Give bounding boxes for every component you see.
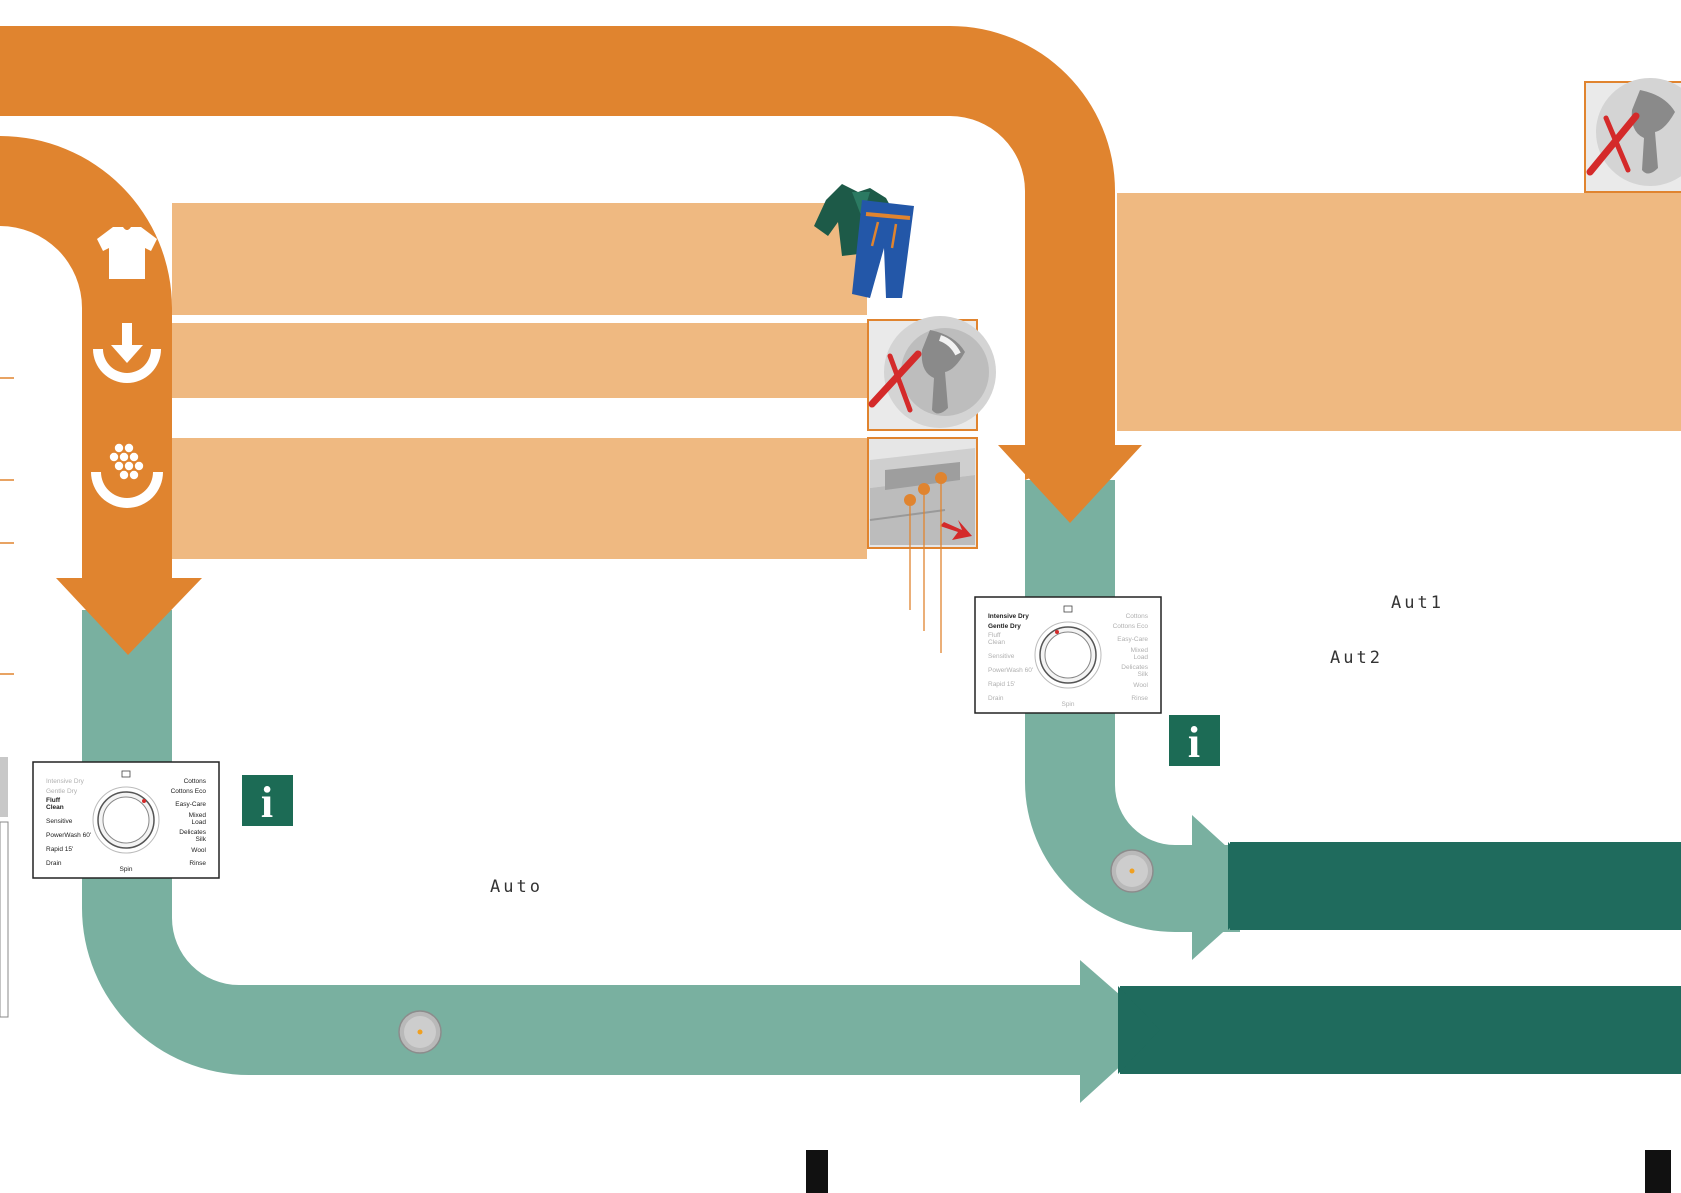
display-aut1: Aut1 bbox=[1391, 593, 1444, 613]
dial-label-mixed-r: Mixed bbox=[1131, 647, 1149, 654]
page-marker-left bbox=[806, 1150, 828, 1193]
dial-label-load: Load bbox=[192, 819, 207, 826]
start-button-light bbox=[417, 1029, 423, 1035]
dial-label-spin: Spin bbox=[119, 866, 132, 873]
info-glyph-right: i bbox=[1188, 718, 1200, 767]
dial-label-sensitive: Sensitive bbox=[46, 818, 73, 825]
dial-label-fluff: Fluff bbox=[46, 797, 61, 804]
dial-label-silk: Silk bbox=[196, 836, 207, 843]
dial-label-delicates-r: Delicates bbox=[1121, 664, 1148, 671]
orange-arrow-head-left bbox=[56, 578, 202, 655]
start-pause-button-right[interactable] bbox=[1110, 849, 1154, 893]
drawer-compartment-marker-3 bbox=[935, 472, 947, 484]
dial-label-clean: Clean bbox=[46, 804, 64, 811]
dial-label-load-r: Load bbox=[1134, 654, 1149, 661]
orange-flow-left bbox=[0, 136, 172, 580]
clothes-illustration bbox=[814, 184, 914, 298]
drawer-compartment-marker-1 bbox=[904, 494, 916, 506]
dark-green-band-1 bbox=[1228, 842, 1681, 930]
peach-band-right bbox=[1117, 193, 1681, 431]
drawer-pull-arrow-icon bbox=[940, 520, 972, 540]
program-dial-panel-left: Intensive Dry Gentle Dry Fluff Clean Sen… bbox=[32, 761, 220, 879]
dial-label-wool-r: Wool bbox=[1133, 682, 1148, 689]
dial-label-mixed: Mixed bbox=[189, 812, 207, 819]
dial-label-rapid-r: Rapid 15' bbox=[988, 681, 1015, 688]
info-icon: i bbox=[242, 775, 293, 827]
tshirt-icon bbox=[97, 227, 157, 279]
margin-marks bbox=[0, 377, 14, 675]
dial-label-rapid: Rapid 15' bbox=[46, 846, 73, 853]
detergent-drawer-photo bbox=[867, 437, 978, 549]
page-marker-right bbox=[1645, 1150, 1671, 1193]
dial-label-cottons: Cottons bbox=[184, 778, 207, 785]
dial-label-rinse: Rinse bbox=[189, 860, 206, 867]
start-pause-button[interactable] bbox=[398, 1010, 442, 1054]
dial-label-gentle-dry: Gentle Dry bbox=[46, 788, 78, 795]
peach-band-1 bbox=[172, 203, 867, 315]
orange-arrow-head-right bbox=[998, 445, 1142, 523]
dial-label-drain: Drain bbox=[46, 860, 62, 867]
drawer-compartment-marker-2 bbox=[918, 483, 930, 495]
dial-label-clean-r: Clean bbox=[988, 639, 1005, 646]
drum-no-overload-photo-right bbox=[1584, 78, 1681, 193]
dial-label-intensive-dry: Intensive Dry bbox=[46, 778, 85, 785]
dial-label-drain-r: Drain bbox=[988, 695, 1004, 702]
dial-label-easy-care-r: Easy-Care bbox=[1117, 636, 1148, 643]
dial-label-delicates: Delicates bbox=[179, 829, 206, 836]
info-glyph: i bbox=[261, 778, 273, 827]
drawer-leader-lines bbox=[909, 484, 942, 653]
dial-label-cottons-eco-r: Cottons Eco bbox=[1113, 623, 1149, 630]
dial-label-sensitive-r: Sensitive bbox=[988, 653, 1015, 660]
dial-label-rinse-r: Rinse bbox=[1131, 695, 1148, 702]
dial-label-gentle-dry-r: Gentle Dry bbox=[988, 623, 1021, 630]
detergent-icon bbox=[91, 443, 163, 508]
dial-label-cottons-eco: Cottons Eco bbox=[171, 788, 207, 795]
dial-label-wool: Wool bbox=[191, 847, 206, 854]
dark-green-band-2 bbox=[1118, 986, 1681, 1074]
dial-label-easy-care: Easy-Care bbox=[175, 801, 206, 808]
display-aut2: Aut2 bbox=[1330, 648, 1383, 668]
dial-label-spin-r: Spin bbox=[1061, 701, 1074, 708]
dial-label-powerwash-r: PowerWash 60' bbox=[988, 667, 1033, 674]
peach-band-2 bbox=[172, 323, 867, 398]
drum-no-overload-photo bbox=[867, 316, 996, 431]
dial-label-cottons-r: Cottons bbox=[1126, 613, 1149, 620]
dial-label-silk-r: Silk bbox=[1138, 671, 1149, 678]
display-auto: Auto bbox=[490, 877, 543, 897]
dial-label-fluff-r: Fluff bbox=[988, 632, 1001, 639]
dial-pointer-mark bbox=[142, 799, 146, 803]
dial-pointer-mark-right bbox=[1055, 630, 1059, 634]
margin-outline-tab bbox=[0, 821, 9, 1018]
program-dial-panel-right: Intensive Dry Gentle Dry Fluff Clean Sen… bbox=[974, 596, 1162, 714]
load-arrow-icon bbox=[93, 323, 161, 383]
margin-grey-tab bbox=[0, 757, 8, 817]
info-icon-right: i bbox=[1169, 715, 1220, 767]
start-button-light-right bbox=[1129, 868, 1135, 874]
dial-label-powerwash: PowerWash 60' bbox=[46, 832, 91, 839]
peach-band-3 bbox=[172, 438, 867, 559]
dial-label-intensive-dry-r: Intensive Dry bbox=[988, 613, 1029, 620]
